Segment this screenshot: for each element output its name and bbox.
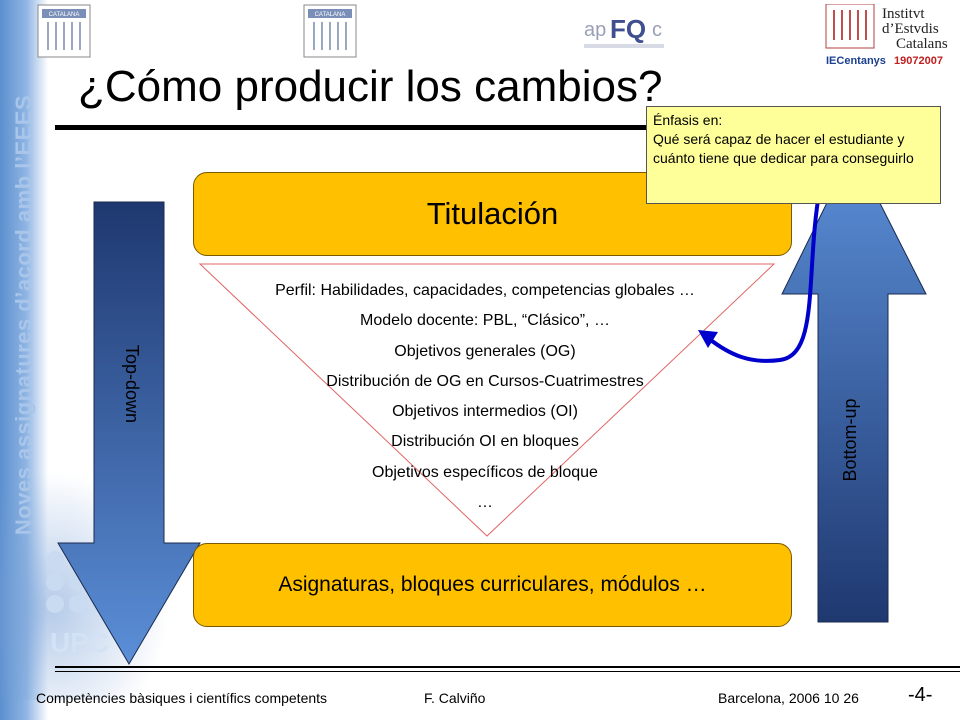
apfq-logo: ap FQ c <box>584 14 664 48</box>
list-item: Distribución de OG en Cursos-Cuatrimestr… <box>326 372 644 390</box>
asignaturas-label: Asignaturas, bloques curriculares, módul… <box>278 573 707 596</box>
footer-rule <box>55 666 960 668</box>
list-item: Objetivos intermedios (OI) <box>392 403 578 421</box>
bottom-up-label: Bottom-up <box>840 398 860 482</box>
top-down-arrow <box>57 201 201 665</box>
list-item: Perfil: Habilidades, capacidades, compet… <box>275 282 695 299</box>
callout-heading: Énfasis en: <box>653 112 723 128</box>
svg-text:19072007: 19072007 <box>894 55 943 67</box>
svg-text:FQ: FQ <box>610 14 646 44</box>
title-underline <box>55 125 755 130</box>
svg-text:Institvt: Institvt <box>882 6 925 22</box>
top-down-label: Top-down <box>122 344 142 424</box>
callout-connector-curve <box>698 187 822 363</box>
societat-catalana-quimica-logo: CATALANA <box>303 4 357 58</box>
svg-text:UPC: UPC <box>50 627 109 658</box>
svg-text:Catalans: Catalans <box>896 36 948 52</box>
list-item: Objetivos específicos de bloque <box>372 463 598 481</box>
inverted-triangle <box>198 263 776 537</box>
footer-rule-thin <box>55 671 960 672</box>
svg-text:c: c <box>652 19 662 41</box>
footer-author: F. Calviño <box>424 690 486 706</box>
page-number: -4- <box>908 684 933 706</box>
emphasis-callout: Énfasis en: Qué será capaz de hacer el e… <box>646 106 941 204</box>
iec-logo: Institvt d’Estvdis Catalans IECentanys 1… <box>825 4 948 67</box>
svg-text:d’Estvdis: d’Estvdis <box>882 21 939 37</box>
list-item: … <box>477 494 493 512</box>
svg-text:CATALANA: CATALANA <box>49 12 80 18</box>
sidebar-vertical-title: Noves assignatures d’acord amb l’EEES <box>0 0 48 630</box>
slide-title: ¿Cómo producir los cambios? <box>78 62 663 111</box>
svg-text:IECentanys: IECentanys <box>826 55 886 67</box>
svg-text:ap: ap <box>584 19 606 41</box>
svg-text:CATALANA: CATALANA <box>315 12 346 18</box>
titulacion-label: Titulación <box>426 196 559 231</box>
titulacion-box: Titulación <box>193 172 792 256</box>
footer-course: Competències bàsiques i científics compe… <box>36 690 328 706</box>
list-item: Distribución OI en bloques <box>391 433 579 451</box>
bottom-up-arrow <box>781 148 927 623</box>
footer-date: Barcelona, 2006 10 26 <box>718 690 859 706</box>
societat-catalana-fisica-logo: CATALANA <box>37 4 91 58</box>
sidebar-title-text: Noves assignatures d’acord amb l’EEES <box>11 94 37 536</box>
asignaturas-box: Asignaturas, bloques curriculares, módul… <box>193 543 792 627</box>
list-item: Modelo docente: PBL, “Clásico”, … <box>360 312 610 330</box>
list-item: Objetivos generales (OG) <box>394 342 576 360</box>
objectives-list: Perfil: Habilidades, capacidades, compet… <box>180 276 790 518</box>
callout-body: Qué será capaz de hacer el estudiante y … <box>653 131 914 166</box>
